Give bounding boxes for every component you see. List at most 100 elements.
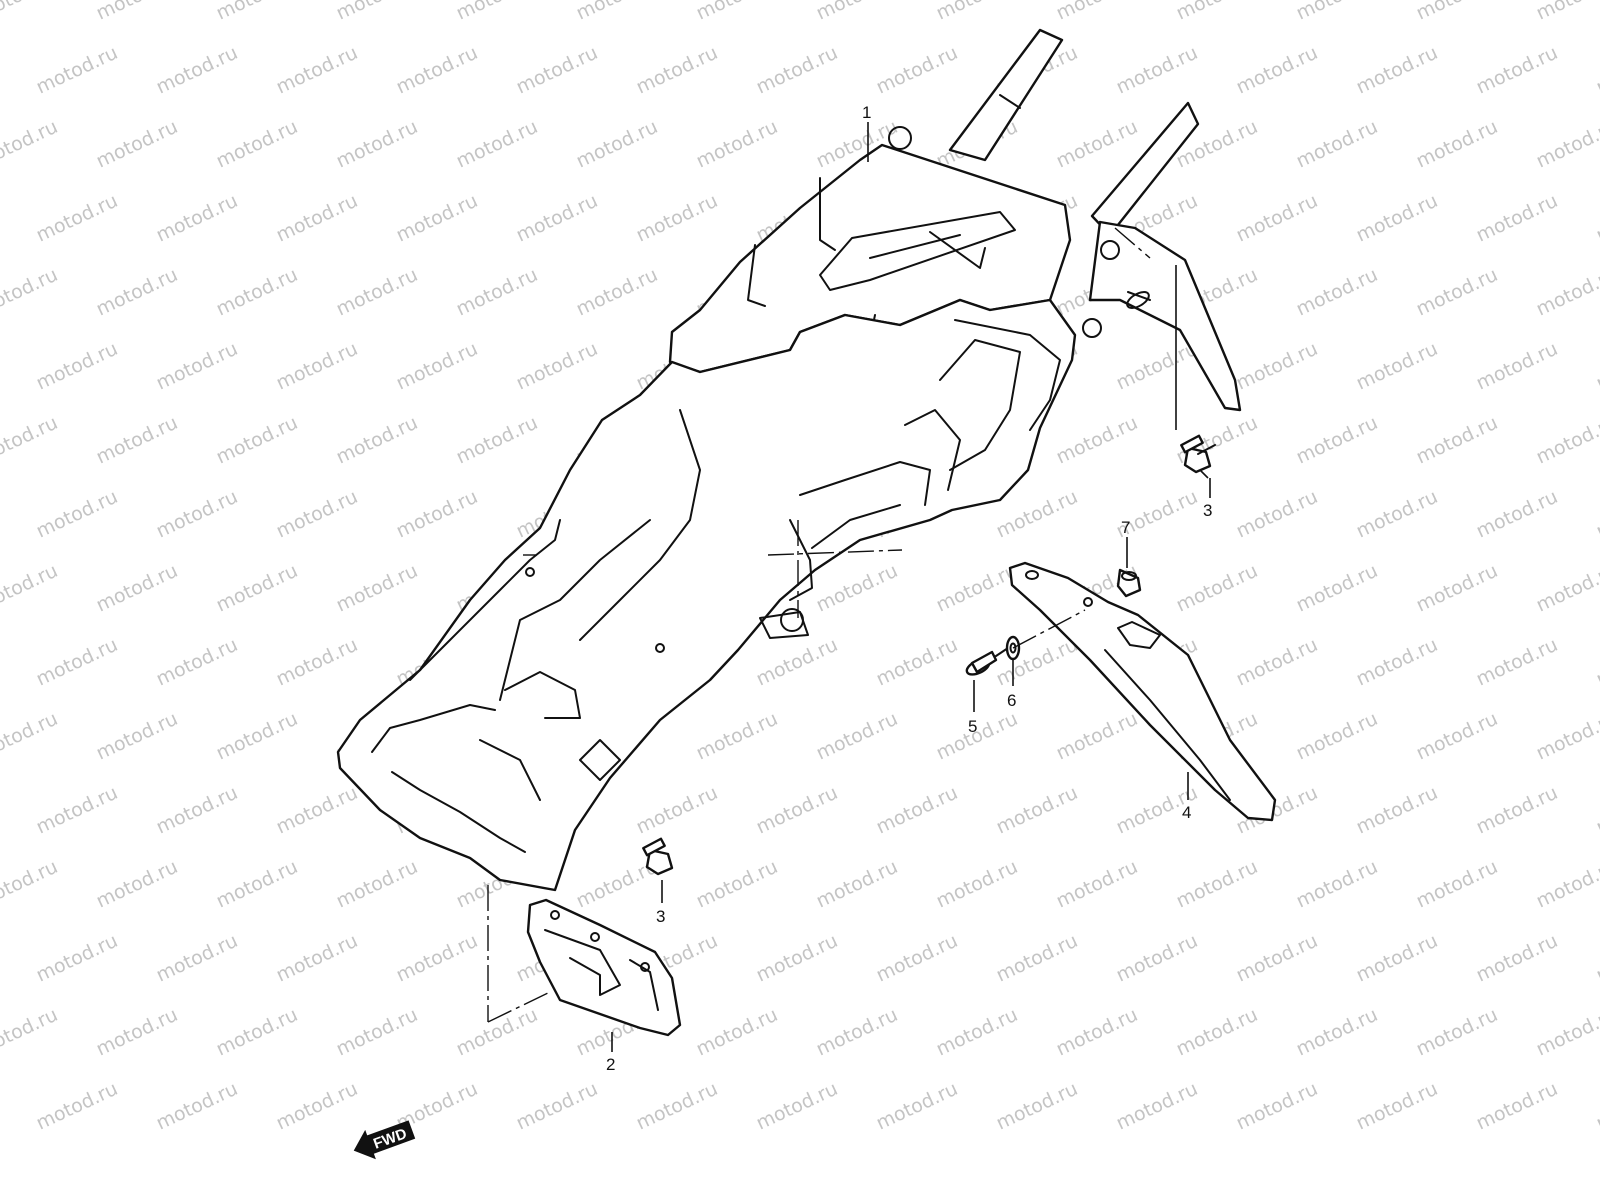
- watermark-text: motod.ru: [1293, 560, 1381, 617]
- callout-6: 6: [1007, 691, 1016, 710]
- watermark-text: motod.ru: [753, 1078, 841, 1135]
- watermark-text: motod.ru: [753, 42, 841, 99]
- watermark-text: motod.ru: [1233, 338, 1321, 395]
- watermark-text: motod.ru: [573, 264, 661, 321]
- watermark-text: motod.ru: [813, 1004, 901, 1061]
- watermark-text: motod.ru: [333, 412, 421, 469]
- watermark-text: motod.ru: [0, 190, 1, 247]
- watermark-text: motod.ru: [1293, 116, 1381, 173]
- watermark-text: motod.ru: [1593, 190, 1600, 247]
- watermark-text: motod.ru: [213, 264, 301, 321]
- watermark-text: motod.ru: [273, 634, 361, 691]
- watermark-text: motod.ru: [573, 0, 661, 25]
- watermark-text: motod.ru: [1593, 1078, 1600, 1135]
- watermark-text: motod.ru: [813, 560, 901, 617]
- watermark-text: motod.ru: [993, 634, 1081, 691]
- watermark-text: motod.ru: [33, 930, 121, 987]
- watermark-text: motod.ru: [813, 0, 901, 25]
- watermark-text: motod.ru: [1293, 708, 1381, 765]
- watermark-text: motod.ru: [213, 560, 301, 617]
- watermark-text: motod.ru: [93, 1004, 181, 1061]
- watermark-text: motod.ru: [1593, 42, 1600, 99]
- watermark-text: motod.ru: [693, 856, 781, 913]
- watermark-text: motod.ru: [1473, 42, 1561, 99]
- watermark-text: motod.ru: [753, 782, 841, 839]
- watermark-text: motod.ru: [513, 190, 601, 247]
- watermark-text: motod.ru: [153, 338, 241, 395]
- watermark-text: motod.ru: [513, 1078, 601, 1135]
- watermark-text: motod.ru: [693, 708, 781, 765]
- watermark-text: motod.ru: [1533, 560, 1600, 617]
- lower-cover-part: [526, 898, 682, 1037]
- watermark-text: motod.ru: [873, 42, 961, 99]
- watermark-text: motod.ru: [33, 486, 121, 543]
- watermark-text: motod.ru: [1233, 634, 1321, 691]
- watermark-text: motod.ru: [93, 560, 181, 617]
- callout-7: 7: [1121, 518, 1130, 537]
- watermark-text: motod.ru: [1533, 856, 1600, 913]
- rear-fender-assembly: [336, 28, 1242, 892]
- watermark-text: motod.ru: [0, 42, 1, 99]
- watermark-text: motod.ru: [153, 486, 241, 543]
- watermark-text: motod.ru: [1593, 486, 1600, 543]
- watermark-text: motod.ru: [393, 930, 481, 987]
- watermark-text: motod.ru: [333, 560, 421, 617]
- watermark-text: motod.ru: [213, 708, 301, 765]
- watermark-text: motod.ru: [333, 0, 421, 25]
- watermark-text: motod.ru: [0, 560, 61, 617]
- watermark-text: motod.ru: [1353, 338, 1441, 395]
- watermark-text: motod.ru: [1593, 338, 1600, 395]
- watermark-text: motod.ru: [1533, 264, 1600, 321]
- watermark-text: motod.ru: [273, 1078, 361, 1135]
- watermark-text: motod.ru: [393, 190, 481, 247]
- watermark-text: motod.ru: [873, 782, 961, 839]
- watermark-text: motod.ru: [33, 338, 121, 395]
- watermark-text: motod.ru: [1053, 856, 1141, 913]
- watermark-text: motod.ru: [93, 0, 181, 25]
- watermark-text: motod.ru: [1293, 412, 1381, 469]
- fwd-label: FWD: [371, 1125, 409, 1153]
- callout-1: 1: [862, 103, 871, 122]
- watermark-text: motod.ru: [213, 412, 301, 469]
- watermark-text: motod.ru: [1473, 486, 1561, 543]
- watermark-text: motod.ru: [1593, 930, 1600, 987]
- watermark-text: motod.ru: [1293, 0, 1381, 25]
- watermark-text: motod.ru: [1413, 856, 1501, 913]
- watermark-text: motod.ru: [33, 782, 121, 839]
- watermark-text: motod.ru: [153, 930, 241, 987]
- watermark-text: motod.ru: [993, 930, 1081, 987]
- watermark-text: motod.ru: [1413, 412, 1501, 469]
- watermark-text: motod.ru: [513, 42, 601, 99]
- watermark-text: motod.ru: [1053, 116, 1141, 173]
- watermark-text: motod.ru: [33, 634, 121, 691]
- watermark-text: motod.ru: [1053, 1004, 1141, 1061]
- watermark-text: motod.ru: [1293, 1004, 1381, 1061]
- watermark-text: motod.ru: [573, 116, 661, 173]
- watermark-text: motod.ru: [1473, 930, 1561, 987]
- watermark-text: motod.ru: [453, 0, 541, 25]
- watermark-text: motod.ru: [0, 708, 61, 765]
- watermark-text: motod.ru: [1353, 1078, 1441, 1135]
- watermark-text: motod.ru: [873, 634, 961, 691]
- watermark-text: motod.ru: [633, 42, 721, 99]
- watermark-text: motod.ru: [1413, 708, 1501, 765]
- watermark-text: motod.ru: [153, 42, 241, 99]
- watermark-text: motod.ru: [1053, 0, 1141, 25]
- watermark-text: motod.ru: [0, 930, 1, 987]
- watermark-text: motod.ru: [333, 264, 421, 321]
- watermark-text: motod.ru: [1533, 708, 1600, 765]
- watermark-text: motod.ru: [0, 0, 61, 25]
- watermark-text: motod.ru: [93, 412, 181, 469]
- watermark-text: motod.ru: [213, 116, 301, 173]
- watermark-text: motod.ru: [933, 560, 1021, 617]
- watermark-text: motod.ru: [0, 782, 1, 839]
- watermark-text: motod.ru: [453, 412, 541, 469]
- watermark-text: motod.ru: [1413, 116, 1501, 173]
- watermark-text: motod.ru: [273, 338, 361, 395]
- watermark-text: motod.ru: [93, 856, 181, 913]
- watermark-text: motod.ru: [393, 486, 481, 543]
- watermark-text: motod.ru: [1113, 930, 1201, 987]
- watermark-text: motod.ru: [693, 1004, 781, 1061]
- watermark-text: motod.ru: [513, 338, 601, 395]
- watermark-text: motod.ru: [153, 190, 241, 247]
